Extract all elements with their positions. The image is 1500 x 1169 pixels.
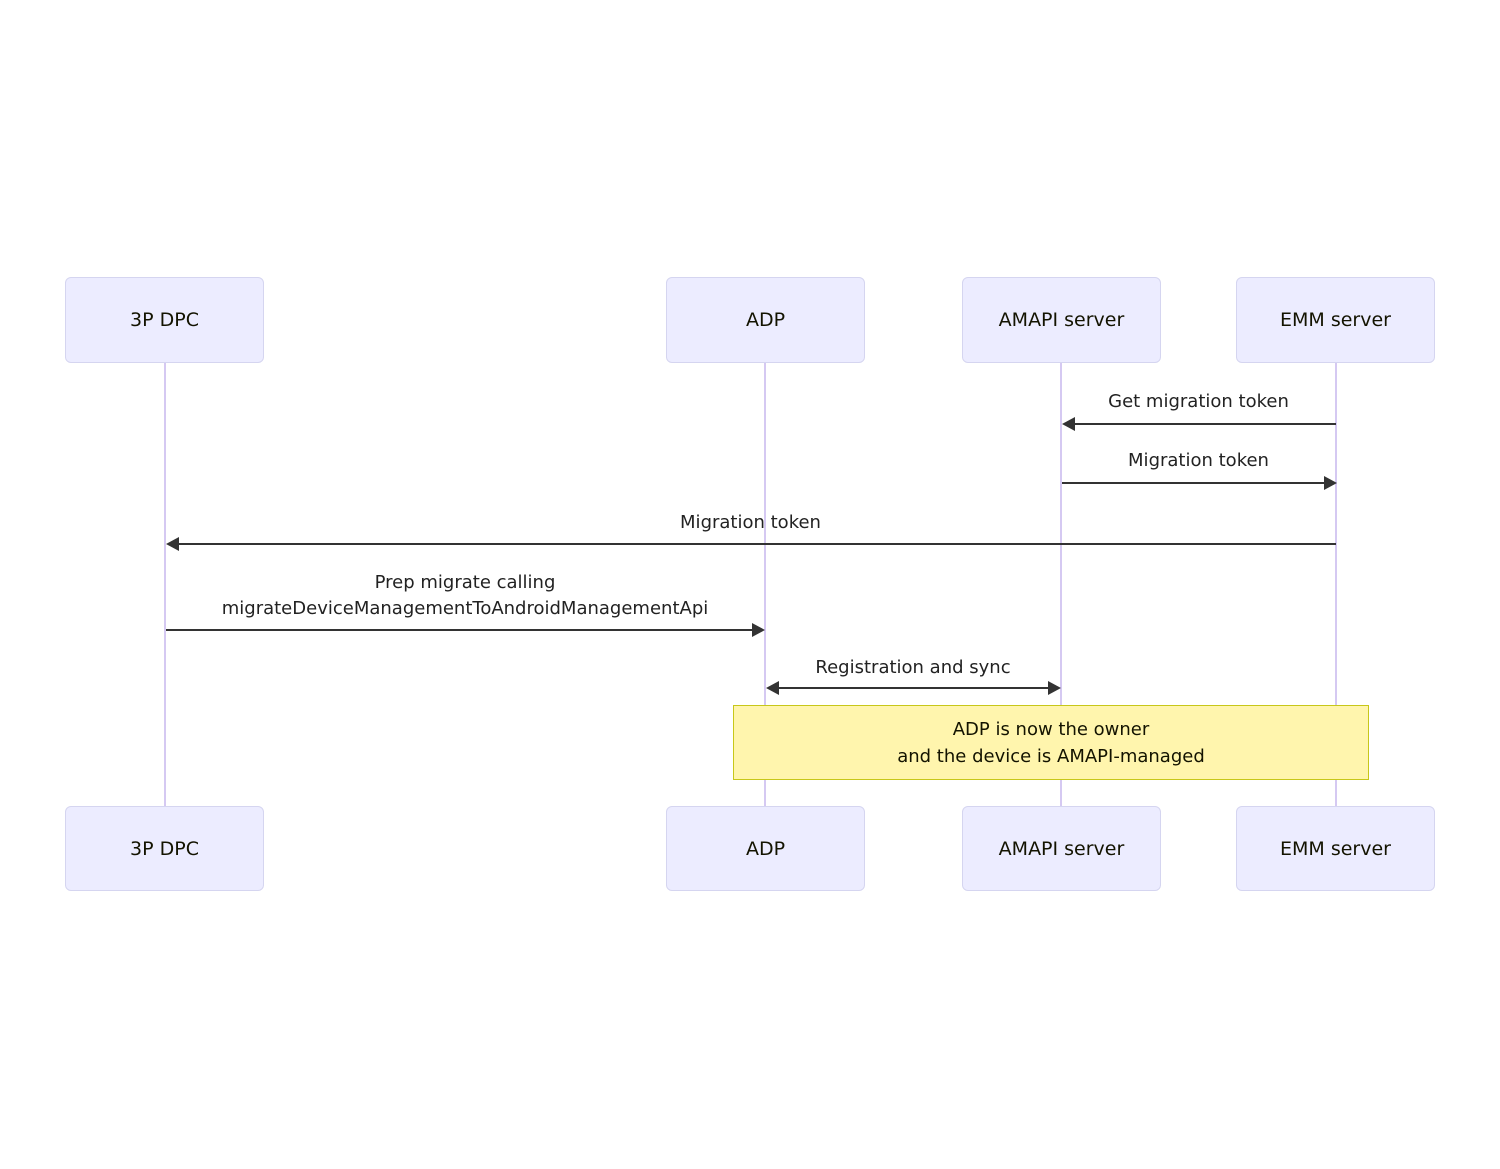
actor-label-bottom-adp: ADP <box>745 837 786 860</box>
arrowhead-left-registration-and-sync <box>766 681 779 695</box>
message-line-get-migration-token <box>1066 423 1336 425</box>
actor-label-adp: ADP <box>745 309 786 331</box>
actor-box-top-amapi-server[interactable]: AMAPI server <box>962 277 1161 363</box>
arrowhead-right-registration-and-sync <box>1048 681 1061 695</box>
actor-box-top-adp[interactable]: ADP <box>666 277 865 363</box>
actor-box-bottom-emm-server[interactable]: EMM server <box>1236 806 1435 891</box>
actor-label-bottom-amapi-server: AMAPI server <box>998 837 1125 860</box>
message-label-prep-migrate: Prep migrate calling migrateDeviceManage… <box>221 572 709 619</box>
actor-box-bottom-adp[interactable]: ADP <box>666 806 865 891</box>
note-adp-owner: ADP is now the owner and the device is A… <box>733 705 1369 780</box>
message-label-migration-token-emm-dpc: Migration token <box>680 512 821 533</box>
actor-box-top-3p-dpc[interactable]: 3P DPC <box>65 277 264 363</box>
message-line-migration-token-amapi-emm <box>1062 482 1332 484</box>
note-text: ADP is now the owner and the device is A… <box>897 718 1205 767</box>
actor-box-bottom-3p-dpc[interactable]: 3P DPC <box>65 806 264 891</box>
message-label-registration-and-sync: Registration and sync <box>815 657 1011 678</box>
lifeline-3p-dpc <box>164 363 166 806</box>
actor-box-bottom-amapi-server[interactable]: AMAPI server <box>962 806 1161 891</box>
actor-label-3p-dpc: 3P DPC <box>130 309 199 331</box>
message-line-prep-migrate <box>166 629 752 631</box>
arrowhead-left-migration-token-emm-dpc <box>166 537 179 551</box>
lifeline-adp <box>764 363 766 806</box>
actor-label-bottom-3p-dpc: 3P DPC <box>130 837 199 860</box>
actor-label-amapi-server: AMAPI server <box>998 309 1125 331</box>
message-line-migration-token-emm-dpc <box>170 543 1336 545</box>
message-label-get-migration-token: Get migration token <box>1108 391 1289 412</box>
message-label-migration-token-amapi-emm: Migration token <box>1128 450 1269 471</box>
arrowhead-right-migration-token-amapi-emm <box>1324 476 1337 490</box>
arrowhead-right-prep-migrate <box>752 623 765 637</box>
arrowhead-left-get-migration-token <box>1062 417 1075 431</box>
actor-box-top-emm-server[interactable]: EMM server <box>1236 277 1435 363</box>
message-line-registration-and-sync <box>778 687 1048 689</box>
lifeline-amapi-server <box>1060 363 1062 806</box>
lifeline-emm-server <box>1335 363 1337 806</box>
actor-label-emm-server: EMM server <box>1280 309 1391 331</box>
actor-label-bottom-emm-server: EMM server <box>1280 837 1391 860</box>
